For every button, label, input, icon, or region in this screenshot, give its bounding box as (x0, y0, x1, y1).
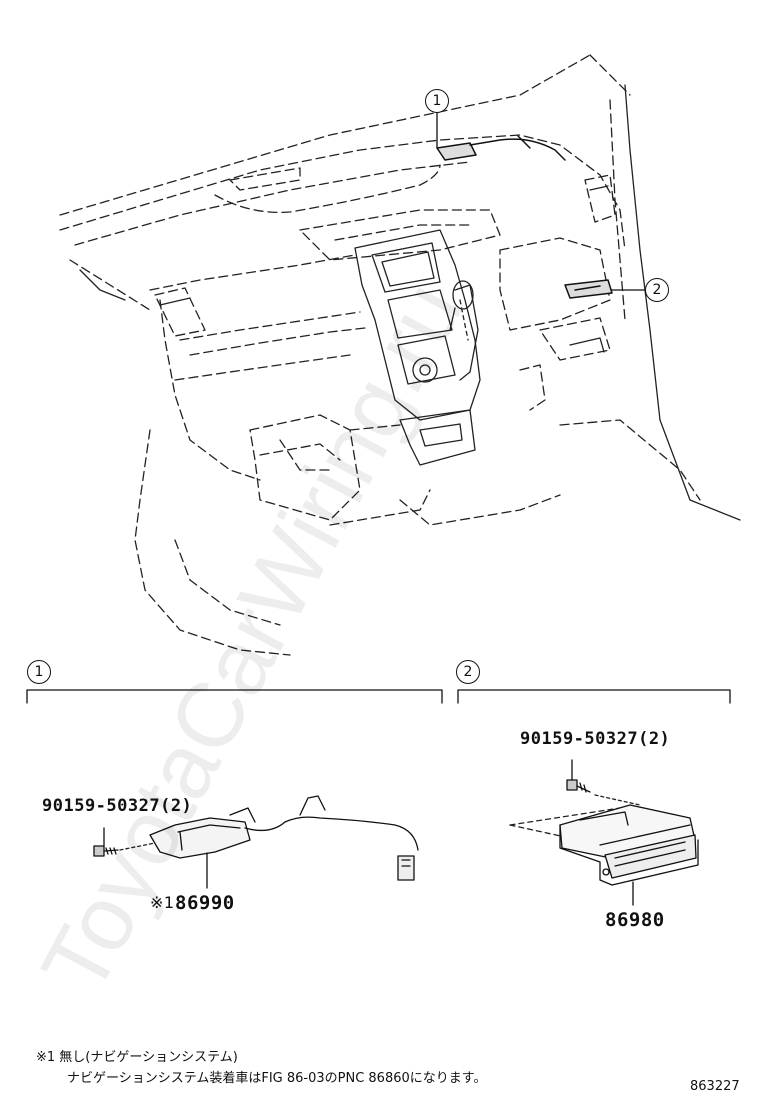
bolt-right-label: 90159-50327(2) (520, 729, 671, 749)
footnote-line-2: ナビゲーションシステム装着車はFIG 86-03のPNC 86860になります。 (67, 1071, 487, 1086)
bracket-1 (26, 689, 443, 704)
section-callout-2: 2 (456, 660, 480, 684)
section-callout-1: 1 (27, 660, 51, 684)
cluster-hood (214, 164, 441, 214)
receiver-86990-drawing (149, 795, 419, 889)
bolt-right-drawing (566, 759, 591, 793)
part-2-location (564, 279, 613, 299)
receiver-86990-prefix: ※1 (150, 893, 175, 912)
bolt-left-label: 90159-50327(2) (42, 796, 193, 816)
receiver-86980-drawing (559, 804, 699, 906)
lower-console (399, 409, 476, 466)
dash-top (59, 134, 626, 251)
bracket-2 (457, 689, 731, 704)
figure-id: 863227 (690, 1079, 740, 1094)
right-door-frame (624, 84, 741, 521)
part-1-location (436, 135, 566, 161)
receiver-86990-label: 86990 (175, 892, 235, 914)
a-pillar (589, 54, 631, 96)
left-vent (154, 287, 206, 337)
footnote-line-1: ※1 無し(ナビゲーションシステム) (36, 1050, 238, 1065)
callout-2-main: 2 (645, 278, 669, 302)
callout-1-main: 1 (425, 89, 449, 113)
bolt-left-drawing (93, 827, 119, 857)
receiver-86980-label: 86980 (605, 909, 665, 931)
left-door (134, 429, 291, 656)
dash-face (149, 254, 356, 291)
roof-edge (59, 54, 591, 216)
